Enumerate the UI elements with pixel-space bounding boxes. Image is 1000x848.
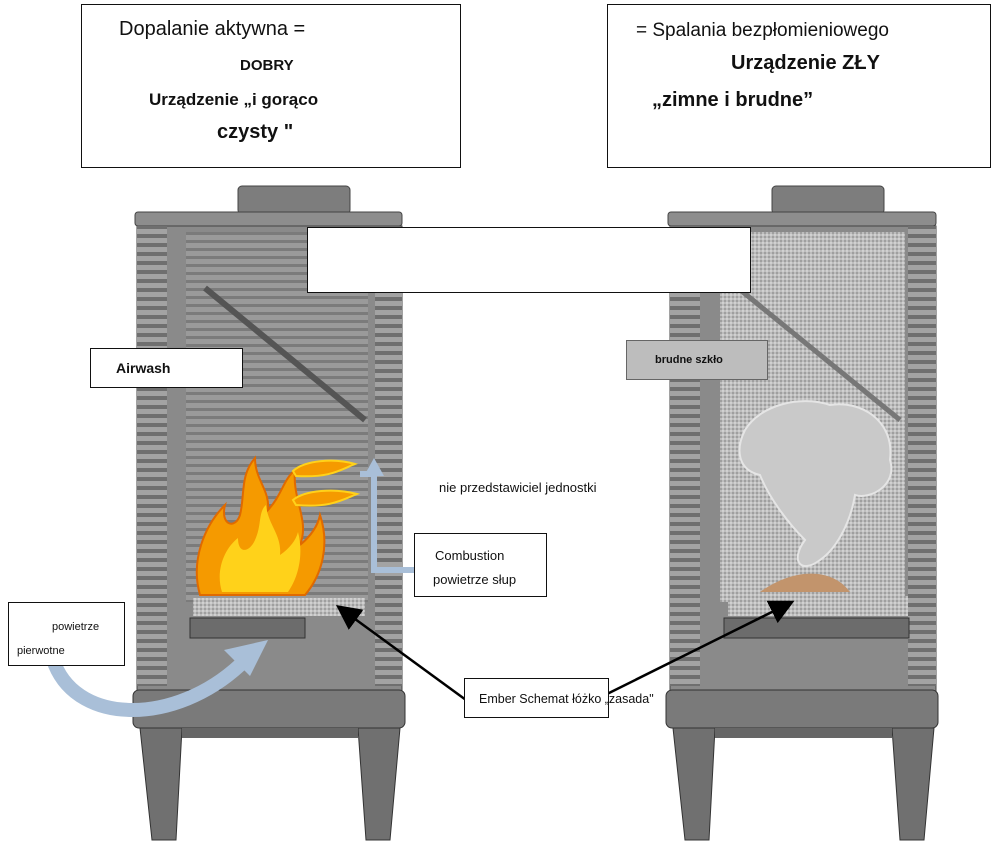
right-leg-crossbar [715,728,892,738]
smouldering-logs [760,573,850,592]
left-leg-left [139,727,183,841]
right-top-plate [667,211,937,227]
good-box-line3: Urządzenie „i gorąco [149,90,319,109]
dirty-glass-label: brudne szkło [655,354,723,366]
good-combustion-box: Dopalanie aktywna = DOBRY Urządzenie „i … [81,4,461,168]
smoke-cloud [738,400,893,567]
left-top-plate [134,211,403,227]
left-baffle [203,285,367,423]
good-box-line4: czysty " [217,121,294,143]
secondary-flame-upper [291,459,359,478]
ember-pointer-left [335,605,467,702]
right-plinth [665,689,939,729]
bad-combustion-box: = Spalania bezpłomieniowego Urządzenie Z… [607,4,991,168]
combustion-air-label-2: powietrze słup [433,572,517,587]
bad-box-line2: Urządzenie ZŁY [731,52,880,74]
right-flue-collar [771,185,885,215]
secondary-flame-lower [291,489,361,507]
combustion-air-label-1: Combustion [435,548,505,563]
primary-air-arrow [48,658,247,717]
dirty-glass-label-box: brudne szkło [626,340,768,380]
right-ember-bed [728,596,908,616]
primary-air-label-box: powietrze pierwotne [8,602,125,666]
left-side-ribs-right [375,290,402,686]
not-representative-note: nie przedstawiciel jednostki [439,480,597,495]
left-flue-collar [237,185,351,215]
primary-air-label-1: powietrze [52,621,100,633]
right-leg-right [891,727,935,841]
left-stove [48,185,418,841]
primary-air-arrowhead [224,640,268,676]
ember-bed-label-box: Ember Schemat łóżko „zasada" [464,678,654,718]
right-stove [665,185,939,841]
airwash-label: Airwash [116,360,171,376]
ember-pointer-right [604,600,795,697]
left-ember-bed [193,598,365,616]
bad-box-line1: = Spalania bezpłomieniowego [636,20,889,41]
right-side-ribs-left [670,226,700,686]
good-box-line2: DOBRY [240,57,294,74]
left-leg-crossbar [182,728,358,738]
good-box-line1: Dopalanie aktywna = [119,18,306,40]
left-leg-right [357,727,401,841]
ember-bed-label: Ember Schemat łóżko „zasada" [479,692,654,706]
right-leg-left [672,727,716,841]
combustion-air-label-box: Combustion powietrze słup [414,533,547,597]
left-ashpan [189,617,306,639]
left-side-ribs-left [137,226,167,686]
right-baffle [736,286,902,422]
bad-box-line3: „zimne i brudne” [652,89,814,111]
primary-air-label-2: pierwotne [17,645,65,657]
right-side-ribs-right [908,226,936,686]
blank-label-box [307,227,751,293]
airwash-label-box: Airwash [90,348,243,388]
fire-flame-core [219,505,301,592]
combustion-air-arrowhead [364,458,384,476]
